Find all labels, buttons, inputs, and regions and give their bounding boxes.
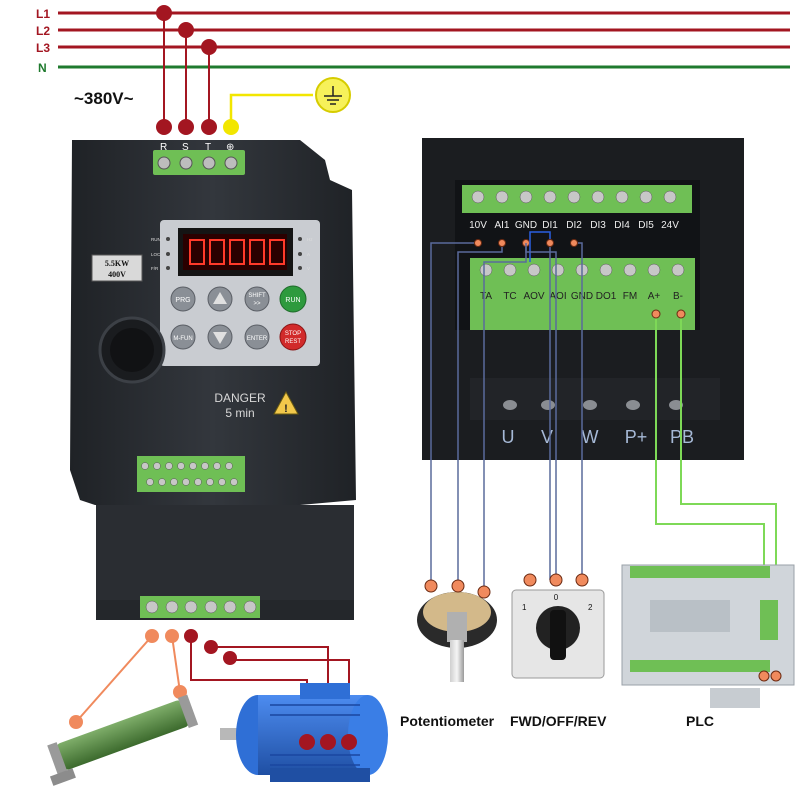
term-tc: TC bbox=[503, 291, 516, 302]
shift-symbol: >> bbox=[253, 301, 261, 307]
term-fm: FM bbox=[623, 291, 637, 302]
prg-label: PRG bbox=[175, 297, 190, 304]
control-terminal-strip bbox=[137, 456, 245, 492]
terminal-screws-bottom bbox=[479, 263, 685, 277]
l2-label: L2 bbox=[36, 24, 50, 38]
term-10v: 10V bbox=[469, 220, 487, 231]
input-terminal-r: R bbox=[160, 142, 167, 153]
term-aoi: AOI bbox=[549, 291, 566, 302]
term-aov: AOV bbox=[523, 291, 544, 302]
term-ai1: AI1 bbox=[494, 220, 509, 231]
run-button[interactable] bbox=[279, 285, 307, 313]
output-terminal-v: V bbox=[208, 619, 214, 629]
output-terminal-u: U bbox=[188, 619, 195, 629]
indicator-run: RUN bbox=[151, 237, 161, 242]
power-term-w: W bbox=[582, 427, 599, 447]
down-arrow-icon bbox=[213, 332, 227, 344]
l1-junction bbox=[156, 5, 172, 21]
term-di5: DI5 bbox=[638, 220, 654, 231]
term-di4: DI4 bbox=[614, 220, 630, 231]
term-a-plus: A+ bbox=[648, 291, 661, 302]
supply-lines: L1 L2 L3 N ~380V~ bbox=[36, 7, 790, 108]
power-term-v: V bbox=[541, 427, 553, 447]
rating-v: 400V bbox=[108, 270, 126, 279]
caption-potentiometer: Potentiometer bbox=[400, 713, 495, 729]
svg-text:!: ! bbox=[284, 403, 288, 415]
potentiometer[interactable] bbox=[417, 579, 497, 682]
led-digits bbox=[189, 239, 285, 265]
danger-time: 5 min bbox=[225, 406, 254, 420]
supply-drops bbox=[156, 5, 351, 127]
input-terminal-s: S bbox=[182, 142, 189, 153]
indicator-hz: Hz bbox=[307, 237, 313, 242]
shift-label: SHIFT bbox=[248, 293, 266, 299]
stop-button[interactable] bbox=[279, 323, 307, 351]
control-screws bbox=[141, 462, 238, 486]
term-24v: 24V bbox=[661, 220, 679, 231]
caption-plc: PLC bbox=[686, 713, 714, 729]
plc-unit[interactable] bbox=[621, 564, 795, 708]
terminal-block-photo: 10V AI1 GND DI1 DI2 DI3 DI4 DI5 24V TA T… bbox=[422, 138, 744, 460]
enter-button[interactable] bbox=[244, 324, 270, 350]
input-terminal-ground: ⊕ bbox=[226, 142, 234, 153]
resistor-wiring bbox=[69, 629, 187, 729]
shift-button[interactable] bbox=[244, 286, 270, 312]
switch-pos-0: 0 bbox=[554, 593, 559, 602]
enter-label: ENTER bbox=[247, 336, 268, 342]
l1-label: L1 bbox=[36, 7, 50, 21]
rest-label: REST bbox=[285, 339, 301, 345]
l2-junction bbox=[178, 22, 194, 38]
rating-kw: 5.5KW bbox=[105, 259, 129, 268]
input-screws bbox=[157, 156, 238, 170]
stop-label: STOP bbox=[285, 331, 301, 337]
indicator-fr: F/R bbox=[151, 266, 159, 271]
power-term-u: U bbox=[502, 427, 515, 447]
warning-triangle-icon bbox=[273, 390, 299, 415]
indicator-loc: LOC bbox=[151, 252, 161, 257]
voltage-label: ~380V~ bbox=[74, 89, 134, 108]
term-gnd-top: GND bbox=[515, 220, 537, 231]
selector-switch[interactable]: 1 0 2 bbox=[511, 573, 605, 679]
terminal-screws-top bbox=[471, 190, 677, 204]
term-ta: TA bbox=[480, 291, 492, 302]
output-terminal-w: W bbox=[226, 619, 235, 629]
output-terminal-p: P+ bbox=[166, 619, 177, 629]
term-di3: DI3 bbox=[590, 220, 606, 231]
output-screws bbox=[145, 600, 257, 614]
term-do1: DO1 bbox=[596, 291, 617, 302]
caption-switch: FWD/OFF/REV bbox=[510, 713, 607, 729]
output-terminal-pb: PB bbox=[146, 619, 158, 629]
indicator-v: V bbox=[307, 266, 310, 271]
mfun-label: M-FUN bbox=[173, 336, 192, 342]
prg-button[interactable] bbox=[170, 286, 196, 312]
term-di1: DI1 bbox=[542, 220, 558, 231]
output-terminal-ground: ⊕ bbox=[246, 620, 254, 630]
l3-label: L3 bbox=[36, 41, 50, 55]
rating-badge bbox=[91, 254, 143, 282]
switch-pos-1: 1 bbox=[522, 603, 527, 612]
inverter: R S T ⊕ 5.5KW 400V RUN LOC F/R Hz A V bbox=[70, 119, 356, 630]
l3-junction bbox=[201, 39, 217, 55]
indicator-a: A bbox=[307, 252, 310, 257]
input-terminal-strip bbox=[153, 150, 245, 175]
electric-motor bbox=[220, 683, 388, 782]
mfun-button[interactable] bbox=[170, 324, 196, 350]
n-label: N bbox=[38, 61, 47, 75]
switch-pos-2: 2 bbox=[588, 603, 593, 612]
braking-resistor bbox=[47, 694, 199, 786]
power-term-p-plus: P+ bbox=[625, 427, 648, 447]
run-label: RUN bbox=[285, 297, 300, 304]
term-di2: DI2 bbox=[566, 220, 582, 231]
term-b-minus: B- bbox=[673, 291, 683, 302]
up-arrow-icon bbox=[213, 292, 227, 304]
danger-label: DANGER bbox=[214, 391, 266, 405]
input-terminal-t: T bbox=[205, 142, 211, 153]
